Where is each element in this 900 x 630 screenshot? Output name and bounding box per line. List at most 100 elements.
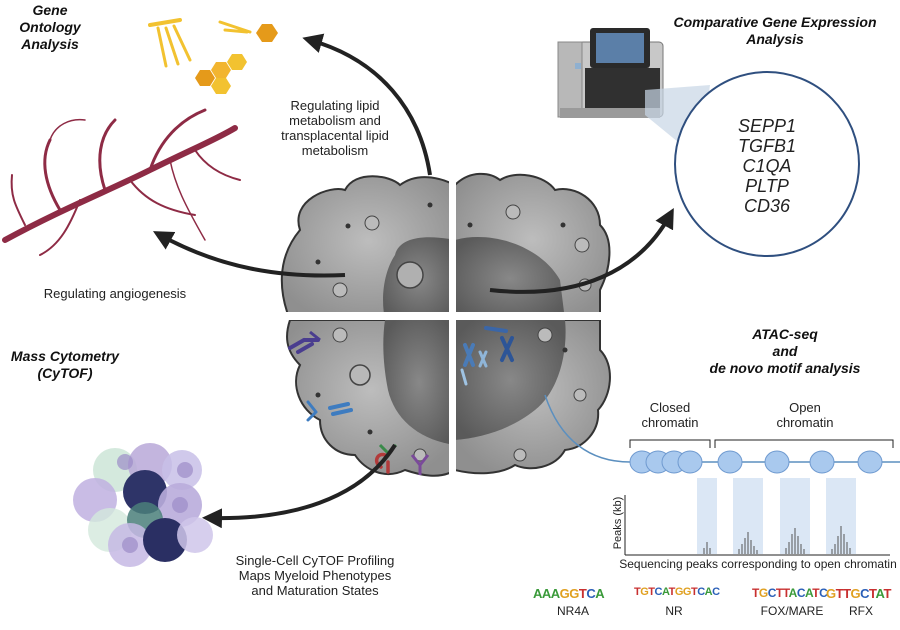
motif-label: FOX/MARE (760, 604, 824, 618)
motif-letter: A (875, 586, 884, 601)
motif-letter: C (796, 586, 806, 600)
lipid-molecule-icon (148, 18, 278, 94)
gene-ontology-title: Gene Ontology Analysis (10, 2, 90, 53)
label-line: Open (789, 400, 821, 415)
title-line: (CyTOF) (37, 365, 93, 381)
gene-name: SEPP1 (737, 116, 797, 136)
caption-line: Regulating lipid (290, 98, 380, 113)
gene-list: SEPP1 TGFB1 C1QA PLTP CD36 (707, 116, 827, 216)
motif-letter: C (712, 586, 720, 598)
motif-letter: T (869, 586, 876, 601)
gene-name: C1QA (742, 156, 792, 176)
title-line: Analysis (21, 36, 79, 52)
motif-letter: A (805, 586, 813, 600)
peaks-y-axis-label: Peaks (kb) (612, 496, 624, 550)
motif-letter: A (533, 586, 542, 601)
motif-label: NR (665, 604, 683, 618)
motif-letter: C (697, 586, 705, 598)
cytof-profile-caption: Single-Cell CyTOF Profiling Maps Myeloid… (220, 553, 410, 598)
angiogenesis-caption: Regulating angiogenesis (43, 286, 187, 301)
motif-letter: A (550, 586, 560, 601)
title-line: Mass Cytometry (10, 348, 120, 364)
motif-letter: T (835, 586, 844, 601)
gene-name: CD36 (743, 196, 791, 216)
open-chromatin-label: Open chromatin (755, 400, 855, 430)
motif-letter: C (586, 586, 596, 601)
motif-letter: T (648, 586, 655, 598)
peak-bands (697, 478, 856, 554)
peaks-plot-axes (624, 495, 890, 556)
lipid-caption: Regulating lipid metabolism and transpla… (260, 98, 410, 158)
motif-logo: TGCTTACATC (752, 586, 852, 600)
motif-label: RFX (849, 604, 873, 618)
arrow-to-gene-expression (489, 207, 674, 294)
cytof-title: Mass Cytometry (CyTOF) (10, 348, 120, 382)
motif-letter: G (559, 586, 570, 601)
title-line: Gene (32, 2, 68, 18)
motif-letter: A (541, 586, 551, 601)
caption-line: Maps Myeloid Phenotypes (238, 568, 392, 583)
motif-logo: GTTGCTAT (826, 586, 896, 601)
motif-letter: G (758, 586, 768, 600)
motif-letter: G (850, 586, 861, 601)
motif-letter: A (661, 586, 669, 598)
motif-letter: G (640, 586, 649, 598)
caption-line: metabolism (301, 143, 369, 158)
title-line: ATAC-seq (752, 326, 818, 342)
caption-line: and Maturation States (251, 583, 379, 598)
arrow-to-gene-ontology (302, 33, 432, 176)
chromatin-brackets (629, 439, 894, 448)
caption-line: metabolism and (289, 113, 381, 128)
label-line: chromatin (641, 415, 699, 430)
motif-letter: T (634, 586, 641, 598)
motif-letter: C (860, 586, 870, 601)
arrow-to-cytof (202, 443, 397, 529)
motif-letter: T (843, 586, 851, 601)
motif-letter: C (819, 586, 828, 600)
motif-letter: T (812, 586, 820, 600)
label-line: chromatin (776, 415, 834, 430)
blood-vessel-icon (2, 108, 241, 256)
nucleosome-icon (629, 450, 883, 474)
motif-letter: A (595, 586, 605, 601)
caption-line: transplacental lipid (281, 128, 389, 143)
cell-cluster-icon (73, 443, 213, 567)
motif-letter: T (775, 586, 783, 600)
motif-letter: T (782, 586, 789, 600)
motif-letter: C (654, 586, 663, 598)
motif-letter: T (883, 586, 891, 601)
closed-chromatin-label: Closed chromatin (625, 400, 715, 430)
motif-letter: G (682, 586, 692, 598)
motif-logo: AAAGGTCA (533, 586, 613, 601)
motif-logo: TGTCATGGTCAC (634, 586, 744, 598)
motif-letter: T (668, 586, 676, 598)
chromosome-icon (460, 326, 514, 386)
motif-letter: G (674, 586, 684, 598)
gene-list-circle (674, 71, 860, 257)
comparative-gene-expression-title: Comparative Gene Expression Analysis (660, 14, 890, 48)
gene-name: PLTP (745, 176, 789, 196)
motif-letter: C (767, 586, 777, 600)
motif-letter: G (826, 586, 836, 601)
atac-seq-title: ATAC-seq and de novo motif analysis (680, 326, 890, 377)
motif-label: NR4A (556, 604, 589, 618)
caption-line: Single-Cell CyTOF Profiling (235, 553, 395, 568)
arrow-to-angiogenesis (152, 231, 346, 278)
motif-letter: A (788, 586, 798, 600)
title-line: and (772, 343, 798, 359)
motif-letter: A (704, 586, 713, 598)
title-line: de novo motif analysis (709, 360, 861, 376)
motif-letter: T (578, 586, 587, 601)
dna-strand (544, 394, 900, 463)
peak-marks (703, 526, 851, 554)
title-line: Ontology (19, 19, 81, 35)
motif-letter: T (752, 586, 759, 600)
motif-letter: T (690, 586, 698, 598)
label-line: Closed (649, 400, 691, 415)
title-line: Comparative Gene Expression (673, 14, 877, 30)
gene-name: TGFB1 (737, 136, 796, 156)
peaks-x-axis-label: Sequencing peaks corresponding to open c… (619, 557, 897, 571)
motif-letter: G (569, 586, 579, 601)
title-line: Analysis (746, 31, 804, 47)
